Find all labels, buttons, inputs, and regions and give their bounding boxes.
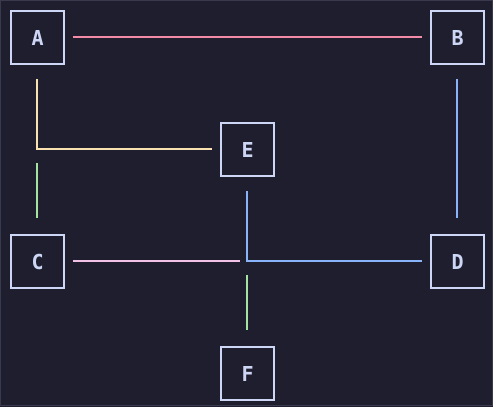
node-f-label: F: [241, 361, 254, 386]
node-e: E: [220, 122, 275, 177]
node-a: A: [10, 10, 65, 65]
node-b: B: [430, 10, 485, 65]
node-d-label: D: [451, 249, 464, 274]
node-a-label: A: [31, 25, 44, 50]
node-b-label: B: [451, 25, 464, 50]
edge-e-d: [246, 191, 422, 262]
node-f: F: [220, 346, 275, 401]
node-e-label: E: [241, 137, 254, 162]
node-c-label: C: [31, 249, 44, 274]
node-c: C: [10, 234, 65, 289]
node-d: D: [430, 234, 485, 289]
edge-a-e: [36, 79, 212, 150]
